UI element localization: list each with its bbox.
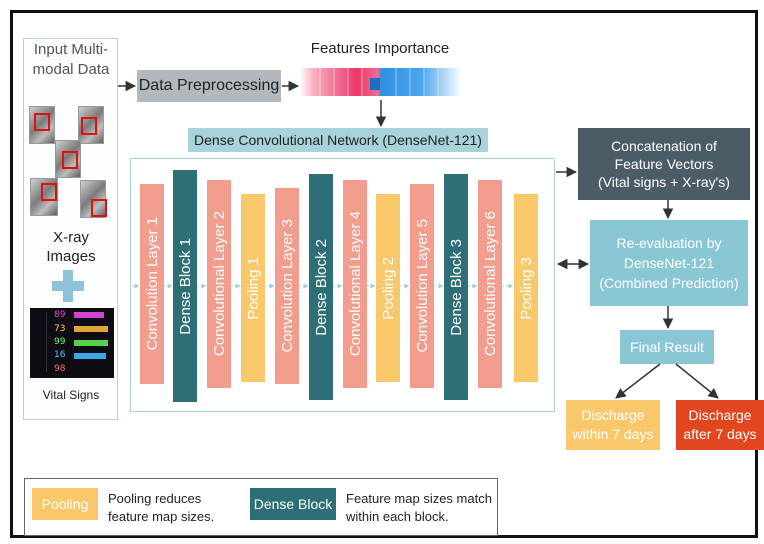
feature-importance-bars xyxy=(300,68,462,96)
dense-block-1: Dense Block 1 xyxy=(173,170,197,402)
concat-line2: Feature Vectors xyxy=(614,156,714,172)
reeval-line3: (Combined Prediction) xyxy=(599,275,739,291)
vital-value: 99 xyxy=(54,337,66,347)
pooling-2: Pooling 2 xyxy=(376,194,400,382)
xray-image xyxy=(80,180,107,218)
pooling-1: Pooling 1 xyxy=(241,194,265,382)
xray-image xyxy=(29,106,55,144)
vital-value: 73 xyxy=(54,324,66,334)
plus-icon xyxy=(52,270,84,302)
legend-pooling-desc: Pooling reduces feature map sizes. xyxy=(108,490,238,526)
figure-frame xyxy=(10,10,758,538)
input-title-line1: Input Multi- xyxy=(33,41,109,58)
convolution-layer-5: Convolution Layer 5 xyxy=(410,184,434,388)
xray-images-label: X-ray Images xyxy=(26,228,116,266)
dense-block-3: Dense Block 3 xyxy=(444,174,468,400)
discharge-within-7-days-box: Discharge within 7 days xyxy=(566,400,660,450)
reevaluation-box: Re-evaluation by DenseNet-121 (Combined … xyxy=(590,220,748,306)
concat-line3: (Vital signs + X-ray's) xyxy=(598,174,730,190)
reeval-line2: DenseNet-121 xyxy=(623,255,715,271)
xray-image xyxy=(30,178,58,216)
xray-image xyxy=(78,106,104,144)
legend-pool-line1: Pooling reduces xyxy=(108,491,202,506)
vital-signs-label: Vital Signs xyxy=(42,388,100,402)
vital-signs-monitor: 89 73 99 16 98 xyxy=(30,308,114,378)
vital-value: 89 xyxy=(54,310,66,320)
vital-value: 16 xyxy=(54,350,66,360)
arrow-final-to-within xyxy=(615,363,661,399)
legend-dense-line1: Feature map sizes match xyxy=(346,491,492,506)
arrow-final-to-after xyxy=(675,363,719,399)
legend-pool-line2: feature map sizes. xyxy=(108,509,215,524)
data-preprocessing-box: Data Preprocessing xyxy=(137,70,281,102)
convolution-layer-3: Convolution Layer 3 xyxy=(275,188,299,384)
xray-label-line2: Images xyxy=(46,248,96,265)
concatenation-box: Concatenation of Feature Vectors (Vital … xyxy=(578,128,750,200)
outcome-a-line2: within 7 days xyxy=(572,426,654,442)
convolution-layer-1: Convolution Layer 1 xyxy=(140,184,164,384)
legend-pooling-swatch: Pooling xyxy=(32,488,98,520)
xray-label-line1: X-ray xyxy=(53,229,89,246)
outcome-b-line1: Discharge xyxy=(688,407,752,423)
xray-image xyxy=(55,140,81,178)
legend-dense-desc: Feature map sizes match within each bloc… xyxy=(346,490,496,526)
pooling-3: Pooling 3 xyxy=(514,194,538,382)
densenet-title: Dense Convolutional Network (DenseNet-12… xyxy=(188,128,488,152)
outcome-a-line1: Discharge xyxy=(581,407,645,423)
legend-dense-line2: within each block. xyxy=(346,509,449,524)
concat-line1: Concatenation of xyxy=(611,138,717,154)
final-result-box: Final Result xyxy=(620,330,714,364)
input-title: Input Multi- modal Data xyxy=(26,40,116,80)
convolutional-layer-4: Convolutional Layer 4 xyxy=(343,180,367,388)
convolutional-layer-6: Convolutional Layer 6 xyxy=(478,180,502,388)
features-importance-title: Features Importance xyxy=(310,40,450,57)
outcome-b-line2: after 7 days xyxy=(683,426,757,442)
vital-value: 98 xyxy=(54,364,66,374)
discharge-after-7-days-box: Discharge after 7 days xyxy=(676,400,764,450)
dense-block-2: Dense Block 2 xyxy=(309,174,333,400)
legend-dense-swatch: Dense Block xyxy=(250,488,336,520)
input-title-line2: modal Data xyxy=(32,61,110,78)
convolutional-layer-2: Convolutional Layer 2 xyxy=(207,180,231,388)
reeval-line1: Re-evaluation by xyxy=(616,235,722,251)
